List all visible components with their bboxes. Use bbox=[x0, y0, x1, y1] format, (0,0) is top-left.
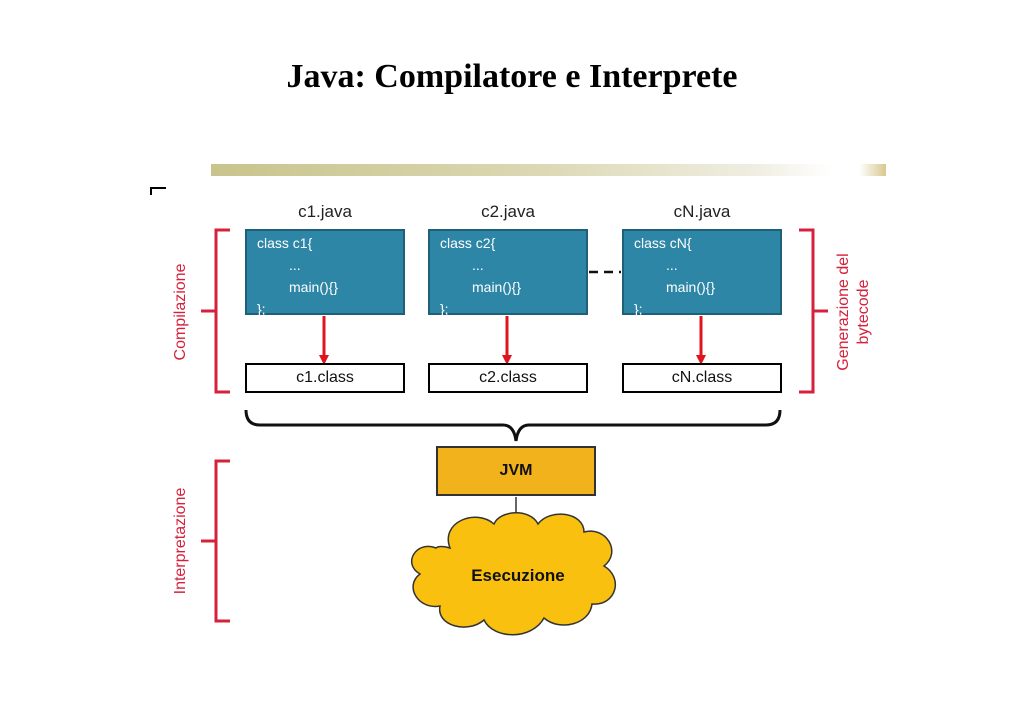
code-line: }; bbox=[634, 301, 643, 317]
file-label-cN: cN.java bbox=[673, 202, 731, 221]
execution-cloud bbox=[410, 512, 616, 636]
interpret-bracket bbox=[201, 459, 230, 623]
code-line: ... bbox=[289, 257, 301, 273]
page-title: Java: Compilatore e Interprete bbox=[286, 58, 738, 95]
code-line: main(){} bbox=[666, 279, 716, 295]
bytecode-bracket bbox=[799, 228, 828, 394]
code-line: ... bbox=[666, 257, 678, 273]
code-line: class cN{ bbox=[634, 235, 692, 251]
code-line: main(){} bbox=[472, 279, 522, 295]
class-file-cN: cN.class bbox=[622, 363, 782, 393]
source-box-c2: class c2{ ... main(){} }; bbox=[428, 229, 588, 317]
class-file-c2: c2.class bbox=[428, 363, 588, 393]
compile-bracket bbox=[201, 228, 230, 394]
jvm-box: JVM bbox=[436, 446, 596, 496]
code-line: ... bbox=[472, 257, 484, 273]
bytecode-label: Generazione del bytecode bbox=[834, 237, 874, 387]
file-label-c2: c2.java bbox=[481, 202, 535, 221]
accent-rule bbox=[211, 164, 886, 176]
code-line: class c1{ bbox=[257, 235, 313, 251]
execution-label: Esecuzione bbox=[471, 566, 565, 585]
code-line: }; bbox=[440, 301, 449, 317]
source-box-cN: class cN{ ... main(){} }; bbox=[622, 229, 782, 317]
class-files-brace bbox=[244, 409, 782, 442]
corner-mark bbox=[150, 187, 166, 195]
source-box-c1: class c1{ ... main(){} }; bbox=[245, 229, 405, 317]
code-line: main(){} bbox=[289, 279, 339, 295]
code-line: }; bbox=[257, 301, 266, 317]
bytecode-label-line1: Generazione del bbox=[835, 253, 852, 371]
file-label-c1: c1.java bbox=[298, 202, 352, 221]
bytecode-label-line2: bytecode bbox=[855, 279, 872, 345]
class-file-c1: c1.class bbox=[245, 363, 405, 393]
code-line: class c2{ bbox=[440, 235, 496, 251]
interpret-label: Interpretazione bbox=[172, 487, 189, 595]
compile-label: Compilazione bbox=[172, 263, 189, 361]
